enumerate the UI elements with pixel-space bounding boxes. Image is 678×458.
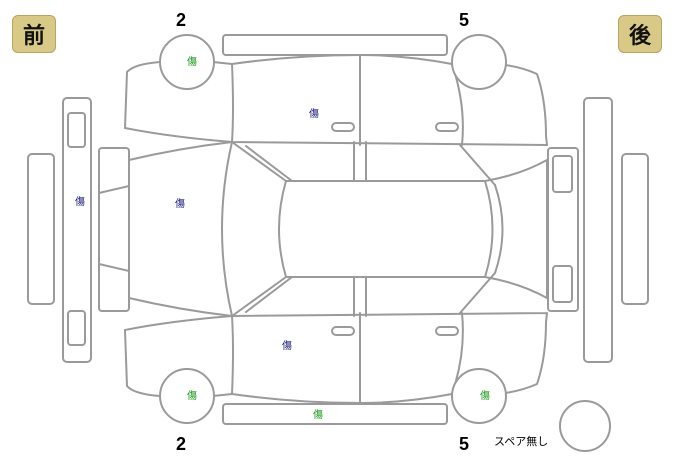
damage-mark-rear-right-tire: 傷 — [480, 391, 490, 402]
tire-number-front-left: 2 — [176, 10, 187, 30]
tire-number-front-right: 2 — [176, 434, 187, 454]
damage-mark-hood: 傷 — [175, 199, 185, 210]
roof — [278, 180, 494, 278]
front-bumper — [62, 97, 92, 363]
tire-number-rear-left: 5 — [459, 10, 470, 30]
left-rocker-panel — [222, 34, 448, 56]
rear-bumper — [583, 97, 613, 363]
rear-right-tire — [451, 368, 507, 424]
rear-badge: 後 — [618, 15, 662, 53]
damage-mark-front-right-tire: 傷 — [187, 391, 197, 402]
rear-left-tire — [451, 34, 507, 90]
tire-number-rear-right: 5 — [459, 434, 470, 454]
front-bumper-outer — [27, 153, 55, 305]
damage-mark-right-front-door: 傷 — [282, 341, 292, 352]
hood — [128, 141, 233, 317]
damage-mark-right-rocker-panel: 傷 — [313, 410, 323, 421]
front-right-tire — [159, 368, 215, 424]
damage-mark-left-front-door: 傷 — [309, 109, 319, 120]
rear-bumper-outer — [621, 153, 649, 305]
spare-tire — [559, 400, 611, 452]
front-badge: 前 — [12, 15, 56, 53]
damage-mark-front-bumper: 傷 — [75, 197, 85, 208]
spare-tire-label: スペア無し — [494, 435, 549, 448]
damage-mark-front-left-tire: 傷 — [187, 57, 197, 68]
front-grille — [98, 147, 130, 312]
left-side-body — [124, 54, 548, 146]
right-side-body — [124, 312, 548, 404]
right-rocker-panel — [222, 403, 448, 425]
front-left-tire — [159, 34, 215, 90]
